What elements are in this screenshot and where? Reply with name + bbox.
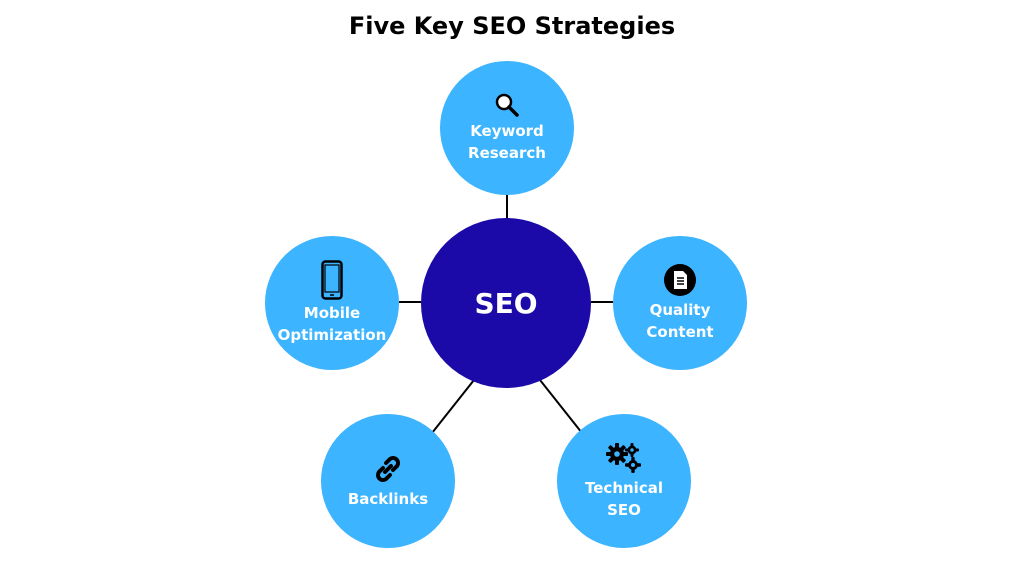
gears-icon [606, 443, 641, 473]
keyword-research-label-line2: Research [468, 144, 546, 162]
mobile-optimization-node: Mobile Optimization [265, 236, 399, 370]
backlinks-node: Backlinks [321, 414, 455, 548]
document-icon [664, 264, 696, 296]
diagram-title: Five Key SEO Strategies [348, 12, 676, 40]
mobile-optimization-label-line1: Mobile [303, 304, 361, 322]
connector-backlinks [431, 379, 475, 434]
backlinks-label-line1: Backlinks [347, 490, 429, 508]
technical-seo-label-line1: Technical [585, 479, 663, 497]
seo-center-label: SEO [474, 286, 538, 320]
technical-seo-node: Technical SEO [557, 414, 691, 548]
mobile-optimization-label-line2: Optimization [277, 326, 387, 344]
keyword-research-node: Keyword Research [440, 61, 574, 195]
quality-content-label-line2: Content [646, 323, 714, 341]
technical-seo-label-line2: SEO [607, 501, 641, 519]
smartphone-icon [321, 260, 343, 300]
quality-content-node: Quality Content [613, 236, 747, 370]
connector-technical [539, 379, 583, 434]
magnifier-icon [495, 93, 519, 117]
link-icon [376, 456, 400, 482]
seo-center-node: SEO [421, 218, 591, 388]
keyword-research-label-line1: Keyword [470, 122, 544, 140]
quality-content-label-line1: Quality [649, 301, 711, 319]
